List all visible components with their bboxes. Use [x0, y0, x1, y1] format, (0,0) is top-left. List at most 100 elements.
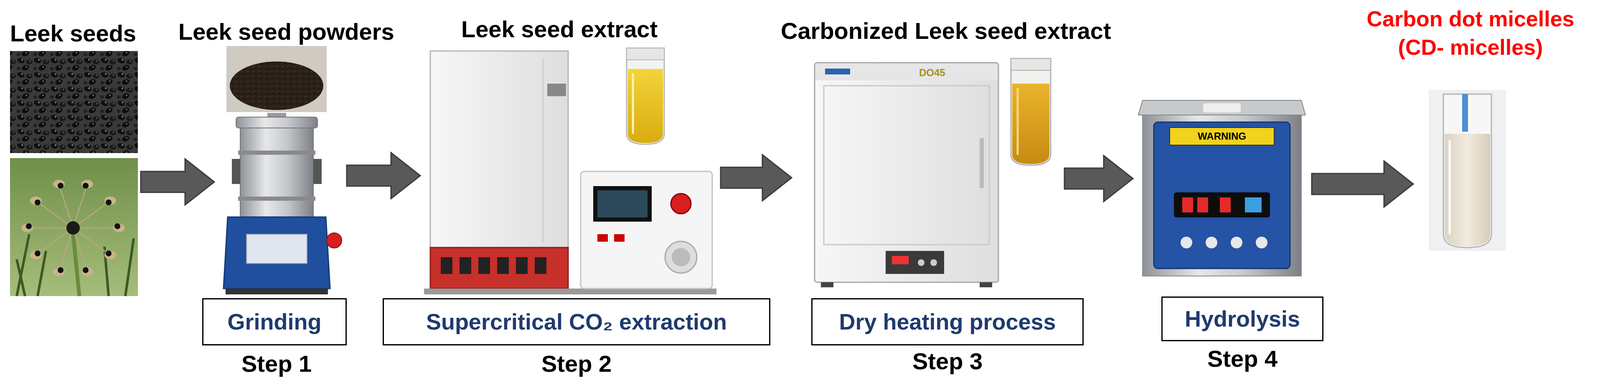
- controller-box: [580, 171, 713, 289]
- base-plate: [424, 288, 717, 295]
- bath-rim: [1138, 100, 1306, 115]
- vial-glass: [626, 48, 665, 145]
- leek-plant-photo: [10, 157, 138, 296]
- grinder: [223, 112, 342, 295]
- husk: [113, 223, 125, 232]
- black-seed: [82, 182, 89, 189]
- grinder-plate: [246, 233, 308, 264]
- flow-arrow: [140, 158, 215, 205]
- husk: [30, 250, 42, 260]
- husk: [104, 250, 117, 260]
- seeds-photo: [10, 50, 138, 153]
- vial-shine: [632, 73, 635, 134]
- yellow-extract: [627, 68, 663, 143]
- process-text: Supercritical CO₂ extraction: [426, 308, 727, 335]
- grinder-band: [238, 150, 316, 155]
- flow-arrow: [1064, 155, 1133, 202]
- process-text: Dry heating process: [838, 308, 1056, 335]
- switch: [534, 256, 547, 274]
- switch: [497, 256, 509, 274]
- vial-rim: [626, 48, 665, 60]
- grinder-band: [238, 196, 316, 201]
- bath-button: [1230, 236, 1243, 249]
- display-digit: [1182, 197, 1194, 213]
- powder-ground: [226, 45, 327, 112]
- flow-arrow: [1311, 160, 1414, 207]
- black-seed: [114, 223, 121, 229]
- black-seed: [82, 266, 89, 273]
- oven-display: [891, 255, 909, 265]
- oven-button: [930, 259, 938, 266]
- ultrasonic-bath: [1138, 100, 1306, 276]
- product-label: Carbon dot micelles (CD- micelles): [1345, 5, 1596, 62]
- grinder-lid: [236, 116, 318, 128]
- step-label: Step 1: [241, 350, 312, 377]
- bath-front-panel: [1153, 121, 1291, 269]
- screen-face: [597, 190, 648, 218]
- black-seed: [105, 250, 112, 257]
- stage-label: Carbonized Leek seed extract: [780, 17, 1112, 45]
- switch: [515, 256, 528, 274]
- grinder-base: [223, 216, 331, 289]
- carbonized-vial: [1010, 58, 1051, 166]
- vial-shine: [1448, 139, 1451, 234]
- process-box: Grinding: [202, 297, 347, 346]
- micelle-vial: [1428, 89, 1507, 251]
- controller-screen: [593, 185, 652, 222]
- small-button: [614, 233, 625, 242]
- blue-stirrer: [1462, 93, 1468, 132]
- black-seed: [105, 199, 112, 206]
- step-label: Step 4: [1207, 345, 1278, 372]
- husk: [81, 267, 94, 276]
- seed-capsules: [21, 179, 125, 276]
- amber-extract: [1012, 83, 1050, 164]
- seed-cluster: [66, 220, 80, 235]
- display-digit: [1219, 197, 1231, 213]
- flow-arrow: [346, 152, 421, 199]
- stop-button: [670, 193, 691, 214]
- step-label: Step 2: [541, 350, 612, 377]
- warning-sticker: [1169, 127, 1275, 145]
- controller-vent: [665, 241, 697, 273]
- extractor-cabinet: [430, 50, 569, 248]
- display-digit: [1244, 197, 1262, 213]
- oven-foot: [820, 281, 834, 287]
- husk: [53, 267, 65, 276]
- vial-rim: [1010, 58, 1051, 71]
- bath-button: [1205, 236, 1218, 249]
- vial-glass: [1010, 58, 1051, 166]
- step-label: Step 3: [912, 347, 983, 375]
- vial-shine: [1016, 87, 1019, 155]
- process-text: Grinding: [227, 308, 322, 335]
- oven-cabinet: [814, 62, 999, 282]
- extract-vial: [626, 48, 665, 145]
- husk: [30, 196, 42, 205]
- process-box: Hydrolysis: [1161, 296, 1324, 341]
- stage-label: Leek seeds: [10, 20, 137, 47]
- stage-label: Leek seed extract: [461, 15, 658, 43]
- switch: [478, 256, 491, 274]
- powder-heap: [229, 61, 324, 110]
- bath-logo: [1203, 103, 1241, 113]
- device-marking: DO45: [919, 66, 946, 79]
- powder-photo: [226, 45, 327, 112]
- oven-handle: [979, 137, 984, 188]
- grass-blades: [16, 233, 134, 296]
- vial-glass: [1443, 93, 1492, 248]
- husk: [53, 179, 65, 188]
- oven-door: [823, 85, 990, 245]
- plant-ground: [10, 157, 138, 296]
- oven-foot: [979, 281, 993, 287]
- flow-arrow: [720, 154, 792, 201]
- black-seed: [25, 223, 32, 229]
- cabinet-seam: [542, 58, 544, 243]
- black-seed: [34, 199, 41, 206]
- black-seed: [34, 250, 41, 257]
- black-seed: [57, 182, 64, 189]
- bath-display: [1173, 192, 1270, 218]
- oven-button: [917, 259, 925, 266]
- display-digit: [1197, 197, 1209, 213]
- switch: [440, 256, 453, 274]
- red-panel: [430, 247, 569, 289]
- black-seed: [57, 266, 64, 273]
